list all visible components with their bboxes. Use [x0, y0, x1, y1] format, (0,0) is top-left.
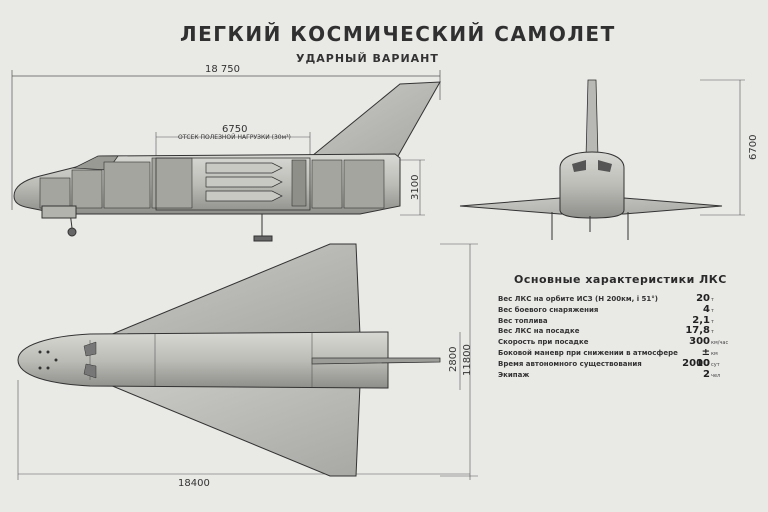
spec-unit: т — [711, 297, 714, 303]
total-height-label: 6700 — [748, 134, 759, 160]
vertical-tail — [310, 81, 441, 157]
spec-label: Вес топлива — [498, 316, 548, 325]
spec-value: 17,8 — [685, 325, 710, 337]
spec-row: Вес топлива 2,1 т — [498, 315, 748, 326]
bay-length-label: 6750 — [222, 124, 248, 135]
spec-row: Боковой маневр при снижении в атмосфере … — [498, 347, 748, 369]
spec-value: 10 — [696, 357, 710, 369]
spec-value: 4 — [703, 303, 710, 315]
spec-unit: т — [711, 307, 714, 314]
main-gear — [253, 214, 273, 242]
spec-label: Боковой маневр при снижении в атмосфере — [498, 348, 678, 357]
spec-unit: т — [711, 329, 714, 336]
page-title: ЛЕГКИЙ КОСМИЧЕСКИЙ САМОЛЕТ — [180, 22, 616, 46]
front-view-aircraft — [459, 79, 745, 240]
spec-row: Вес ЛКС на посадке 17,8 т — [498, 325, 748, 336]
fuselage-width-label: 2800 — [448, 346, 459, 372]
spec-value: ± 2000 — [682, 346, 710, 369]
spec-label: Скорость при посадке — [498, 338, 589, 347]
bay-caption-label: ОТСЕК ПОЛЕЗНОЙ НАГРУЗКИ (30м³) — [178, 134, 291, 141]
plan-length-label: 18400 — [178, 478, 210, 489]
fuselage-height-dimension — [400, 159, 425, 216]
specs-title: Основные характеристики ЛКС — [514, 273, 727, 286]
overall-length-label: 18 750 — [205, 64, 240, 75]
spec-unit: сут — [711, 361, 720, 368]
spec-value: 2,1 — [692, 314, 710, 326]
plan-view-aircraft — [17, 243, 478, 480]
spec-value: 20 — [696, 293, 710, 304]
fuselage-height-label: 3100 — [410, 174, 421, 200]
spec-label: Вес ЛКС на посадке — [498, 327, 580, 336]
spec-row: Вес боевого снаряжения 4 т — [498, 304, 748, 315]
specs-table: Основные характеристики ЛКС Вес ЛКС на о… — [498, 273, 748, 380]
span-label: 11800 — [462, 344, 473, 376]
spec-unit: км/час — [711, 340, 729, 347]
spec-unit: т — [711, 318, 714, 325]
spec-row: Время автономного существования 10 сут — [498, 358, 748, 369]
side-view-aircraft — [13, 81, 441, 242]
spec-unit: км — [711, 350, 718, 357]
spec-row: Скорость при посадке 300 км/час — [498, 336, 748, 347]
upper-wing — [109, 243, 361, 336]
spec-value: 300 — [689, 336, 710, 348]
spec-row: Вес ЛКС на орбите ИСЗ (Н 200км, i 51°) 2… — [498, 293, 748, 304]
spec-label: Вес боевого снаряжения — [498, 305, 599, 314]
bay-dimension — [155, 132, 311, 158]
spec-row: Экипаж 2 чел — [498, 369, 748, 380]
spec-unit: чел — [711, 372, 721, 379]
spec-value: 2 — [703, 368, 710, 380]
nose-gear — [41, 205, 77, 237]
page-subtitle: УДАРНЫЙ ВАРИАНТ — [296, 52, 439, 65]
spec-label: Вес ЛКС на орбите ИСЗ (Н 200км, i 51°) — [498, 295, 658, 303]
spec-label: Время автономного существования — [498, 359, 642, 368]
side-length-dimension — [11, 70, 441, 210]
lower-wing — [109, 384, 361, 477]
spec-label: Экипаж — [498, 370, 530, 379]
